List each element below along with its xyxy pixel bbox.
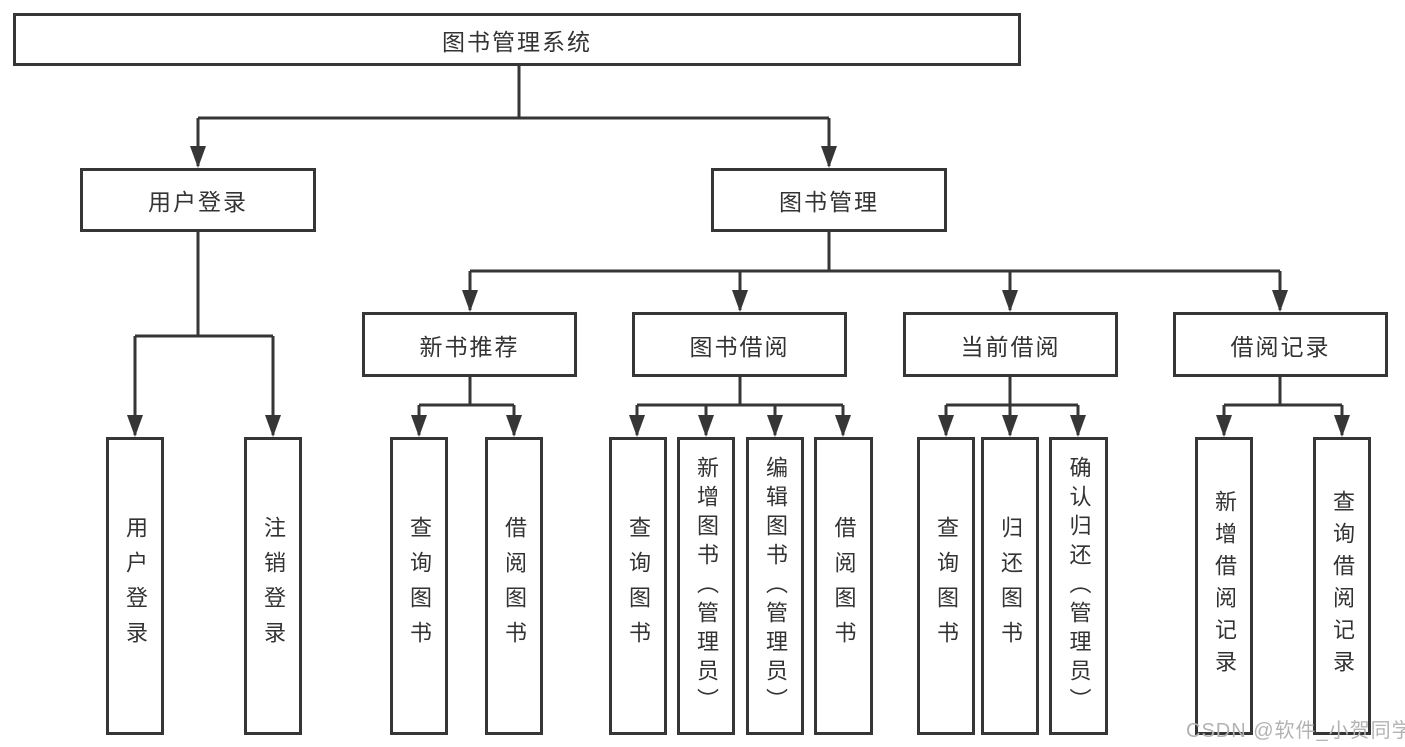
node-user-login-label: 用户登录	[148, 189, 248, 215]
leaf-borrowing-query-books-label: 查询图书	[626, 516, 651, 656]
leaf-add-borrow-record-label: 新增借阅记录	[1212, 490, 1237, 682]
leaf-logout-label: 注销登录	[261, 516, 286, 656]
leaf-borrowing-borrow-books-label: 借阅图书	[831, 516, 857, 656]
node-book-management-label: 图书管理	[779, 189, 879, 215]
node-user-login: 用户登录	[80, 168, 316, 232]
arrowheads	[127, 146, 1350, 437]
leaf-edit-books-admin: 编辑图书（管理员）	[746, 437, 804, 735]
leaf-newbook-borrow-books-label: 借阅图书	[502, 516, 527, 656]
node-borrowing-records-label: 借阅记录	[1230, 333, 1331, 360]
leaf-confirm-return-admin: 确认归还（管理员）	[1049, 437, 1108, 735]
node-borrowing-records: 借阅记录	[1173, 312, 1388, 377]
node-book-borrowing-label: 图书借阅	[689, 333, 790, 360]
leaf-return-books: 归还图书	[981, 437, 1039, 735]
leaf-add-books-admin-label: 新增图书（管理员）	[694, 455, 719, 717]
leaf-current-query-books-label: 查询图书	[934, 516, 959, 656]
node-current-borrowing: 当前借阅	[903, 312, 1118, 377]
csdn-watermark: CSDN @软件_小贺同学	[1186, 720, 1405, 742]
leaf-add-borrow-record: 新增借阅记录	[1195, 437, 1253, 735]
leaf-borrowing-borrow-books: 借阅图书	[814, 437, 873, 735]
leaf-edit-books-admin-label: 编辑图书（管理员）	[763, 455, 788, 717]
leaf-user-login-label: 用户登录	[123, 516, 148, 656]
leaf-newbook-query-books-label: 查询图书	[407, 516, 432, 656]
node-current-borrowing-label: 当前借阅	[960, 333, 1061, 360]
node-root: 图书管理系统	[13, 13, 1021, 66]
node-book-management: 图书管理	[711, 168, 947, 232]
leaf-current-query-books: 查询图书	[917, 437, 975, 735]
leaf-query-borrow-record: 查询借阅记录	[1313, 437, 1371, 735]
leaf-return-books-label: 归还图书	[998, 516, 1023, 656]
leaf-newbook-query-books: 查询图书	[390, 437, 448, 735]
leaf-logout: 注销登录	[244, 437, 302, 735]
node-root-label: 图书管理系统	[442, 28, 592, 55]
leaf-newbook-borrow-books: 借阅图书	[485, 437, 543, 735]
leaf-user-login: 用户登录	[106, 437, 164, 735]
leaf-query-borrow-record-label: 查询借阅记录	[1330, 490, 1355, 682]
leaf-add-books-admin: 新增图书（管理员）	[677, 437, 735, 735]
leaf-confirm-return-admin-label: 确认归还（管理员）	[1066, 455, 1092, 717]
node-new-book-recommendation: 新书推荐	[362, 312, 577, 377]
node-new-book-recommendation-label: 新书推荐	[419, 333, 520, 360]
node-book-borrowing: 图书借阅	[632, 312, 847, 377]
leaf-borrowing-query-books: 查询图书	[609, 437, 667, 735]
